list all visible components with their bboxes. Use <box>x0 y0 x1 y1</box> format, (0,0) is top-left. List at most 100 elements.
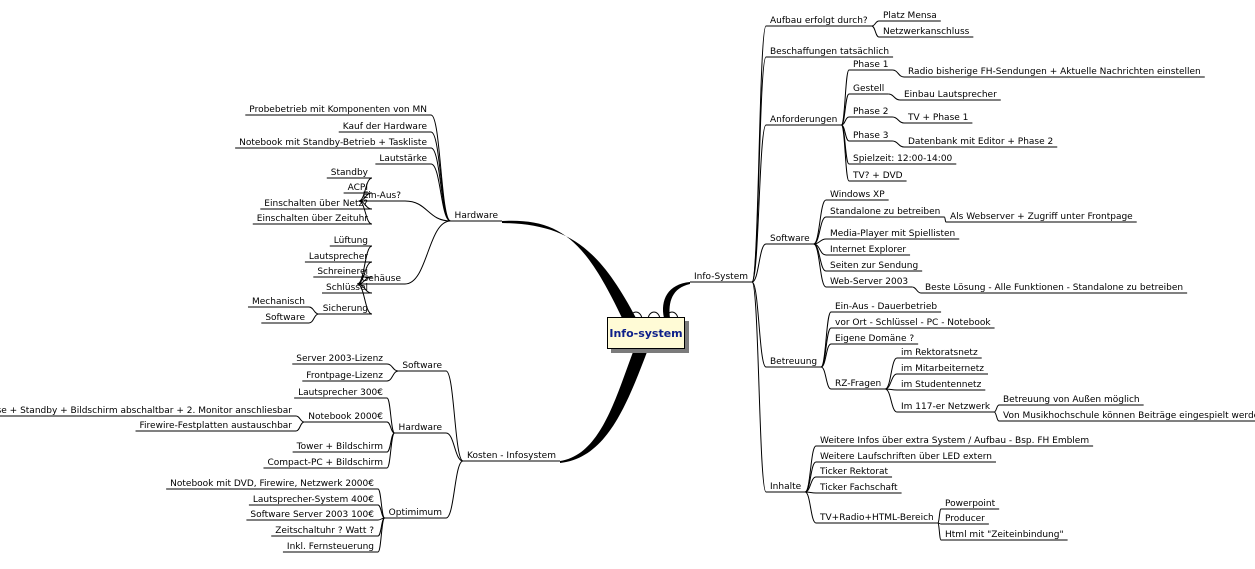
node-phase1[interactable]: Phase 1 <box>853 60 888 70</box>
node-betreuung[interactable]: Betreuung <box>770 357 817 367</box>
tv-dvd-link <box>840 124 850 182</box>
vor-ort-link <box>820 327 832 368</box>
node-ein-aus[interactable]: Ein-Aus? <box>363 191 401 201</box>
html-zeiteinbindung-link <box>937 522 942 541</box>
node-datenbank[interactable]: Datenbank mit Editor + Phase 2 <box>908 137 1053 147</box>
gestell-link <box>840 93 850 126</box>
node-radio[interactable]: Radio bisherige FH-Sendungen + Aktuelle … <box>908 67 1201 77</box>
node-notebook-dvd[interactable]: Notebook mit DVD, Firewire, Netzwerk 200… <box>170 479 374 489</box>
node-windows-xp[interactable]: Windows XP <box>830 190 885 200</box>
node-platz-mensa[interactable]: Platz Mensa <box>883 11 937 21</box>
node-laufschriften[interactable]: Weitere Laufschriften über LED extern <box>820 452 992 462</box>
center-arc-1 <box>629 311 643 319</box>
central-node[interactable]: Info-system <box>607 317 689 353</box>
node-hardware-kosten[interactable]: Hardware <box>399 423 443 433</box>
node-ein-aus-dauer[interactable]: Ein-Aus - Dauerbetrieb <box>835 302 937 312</box>
node-betreuung-aussen[interactable]: Betreuung von Außen möglich <box>1003 395 1140 405</box>
node-ticker-rektorat[interactable]: Ticker Rektorat <box>819 467 889 477</box>
node-fernsteuerung[interactable]: Inkl. Fernsteuerung <box>287 542 374 552</box>
node-gestell[interactable]: Gestell <box>853 84 884 94</box>
node-weitere-infos[interactable]: Weitere Infos über extra System / Aufbau… <box>820 436 1089 446</box>
node-117-netzwerk[interactable]: Im 117-er Netzwerk <box>901 402 991 412</box>
node-info-system[interactable]: Info-System <box>694 272 748 282</box>
node-phase2[interactable]: Phase 2 <box>853 107 888 117</box>
node-notebook-standby[interactable]: Notebook mit Standby-Betrieb + Taskliste <box>239 138 427 148</box>
windows-xp-link <box>813 199 827 245</box>
node-leise-standby[interactable]: Leise + Standby + Bildschirm abschaltbar… <box>0 406 292 416</box>
musikhochschule-link <box>993 411 1000 422</box>
node-studentennetz[interactable]: im Studentennetz <box>901 380 982 390</box>
anforderungen-link <box>751 124 767 283</box>
firewire-festplatten-link <box>295 421 305 432</box>
node-sicherung[interactable]: Sicherung <box>323 304 368 314</box>
node-internet-explorer[interactable]: Internet Explorer <box>830 245 906 255</box>
node-tv-radio-html[interactable]: TV+Radio+HTML-Bereich <box>819 513 934 523</box>
node-lautsprecher-300[interactable]: Lautsprecher 300€ <box>298 388 383 398</box>
node-rektoratsnetz[interactable]: im Rektoratsnetz <box>901 348 978 358</box>
node-web-server-2003[interactable]: Web-Server 2003 <box>830 277 908 287</box>
node-einbau[interactable]: Einbau Lautsprecher <box>904 90 997 100</box>
node-html-zeiteinbindung[interactable]: Html mit "Zeiteinbindung" <box>945 530 1064 540</box>
node-producer[interactable]: Producer <box>945 514 985 524</box>
node-rz-fragen[interactable]: RZ-Fragen <box>835 379 881 389</box>
node-standby[interactable]: Standby <box>331 168 369 178</box>
node-software-kosten[interactable]: Software <box>402 361 442 371</box>
node-vor-ort[interactable]: vor Ort - Schlüssel - PC - Notebook <box>835 318 991 328</box>
node-ticker-fachschaft[interactable]: Ticker Fachschaft <box>819 483 898 493</box>
beste-loesung-link <box>912 286 922 294</box>
node-gehaeuse[interactable]: Gehäuse <box>361 274 401 284</box>
node-lautsprecher-system[interactable]: Lautsprecher-System 400€ <box>253 495 374 505</box>
node-server-lizenz[interactable]: Server 2003-Lizenz <box>296 354 383 364</box>
node-lueftung[interactable]: Lüftung <box>334 236 368 246</box>
hardware-kosten-link <box>445 432 464 462</box>
node-notebook-2000[interactable]: Notebook 2000€ <box>308 412 383 422</box>
optimimum-link <box>445 460 464 519</box>
node-tower[interactable]: Tower + Bildschirm <box>296 442 383 452</box>
117-netzwerk-link <box>884 388 898 413</box>
node-software-sich[interactable]: Software <box>265 313 305 323</box>
node-beste-loesung[interactable]: Beste Lösung - Alle Funktionen - Standal… <box>925 283 1183 293</box>
node-optimimum[interactable]: Optimimum <box>389 508 442 518</box>
node-mitarbeiternetz[interactable]: im Mitarbeiternetz <box>901 364 984 374</box>
node-zeitschaltuhr[interactable]: Zeitschaltuhr ? Watt ? <box>275 526 374 536</box>
node-software-server[interactable]: Software Server 2003 100€ <box>250 510 374 520</box>
notebook-standby-link <box>430 147 452 222</box>
trunk-hardware <box>502 220 636 318</box>
node-lautsprecher[interactable]: Lautsprecher <box>309 252 368 262</box>
node-lautstaerke[interactable]: Lautstärke <box>379 154 427 164</box>
node-powerpoint[interactable]: Powerpoint <box>945 499 996 509</box>
node-probebetrieb[interactable]: Probebetrieb mit Komponenten von MN <box>249 105 427 115</box>
node-anforderungen[interactable]: Anforderungen <box>770 115 837 125</box>
node-phase3[interactable]: Phase 3 <box>853 131 888 141</box>
node-standalone[interactable]: Standalone zu betreiben <box>830 207 940 217</box>
node-inhalte[interactable]: Inhalte <box>770 482 802 492</box>
node-webserver-frontpage[interactable]: Als Webserver + Zugriff unter Frontpage <box>950 212 1133 222</box>
node-mechanisch[interactable]: Mechanisch <box>252 297 305 307</box>
node-media-player[interactable]: Media-Player mit Spiellisten <box>830 229 955 239</box>
node-netzwerkanschluss[interactable]: Netzwerkanschluss <box>883 27 970 37</box>
node-tv-dvd[interactable]: TV? + DVD <box>852 171 903 181</box>
node-spielzeit[interactable]: Spielzeit: 12:00-14:00 <box>853 154 953 164</box>
node-seiten[interactable]: Seiten zur Sendung <box>830 261 918 271</box>
node-tv-phase1[interactable]: TV + Phase 1 <box>907 113 968 123</box>
node-compact-pc[interactable]: Compact-PC + Bildschirm <box>267 458 383 468</box>
node-hardware[interactable]: Hardware <box>455 211 499 221</box>
node-einschalten-zeituhr[interactable]: Einschalten über Zeituhr <box>257 214 369 224</box>
node-kauf[interactable]: Kauf der Hardware <box>343 122 428 132</box>
node-schreinerei[interactable]: Schreinerei <box>317 267 368 277</box>
node-einschalten-netz[interactable]: Einschalten über Netz? <box>264 199 368 209</box>
node-acpi[interactable]: ACPI <box>348 183 368 193</box>
node-kosten[interactable]: Kosten - Infosystem <box>467 451 556 461</box>
node-musikhochschule[interactable]: Von Musikhochschule können Beiträge eing… <box>1003 411 1255 421</box>
node-frontpage-lizenz[interactable]: Frontpage-Lizenz <box>306 371 383 381</box>
node-domaene[interactable]: Eigene Domäne ? <box>835 334 914 344</box>
node-schluessel[interactable]: Schlüssel <box>326 283 368 293</box>
node-software-info[interactable]: Software <box>770 234 810 244</box>
node-beschaffungen[interactable]: Beschaffungen tatsächlich <box>770 47 889 57</box>
node-aufbau[interactable]: Aufbau erfolgt durch? <box>770 16 868 26</box>
trunk-kosten <box>560 352 647 463</box>
node-firewire-festplatten[interactable]: Firewire-Festplatten austauschbar <box>140 421 293 431</box>
platz-mensa-link <box>871 20 880 27</box>
center-arc-3 <box>665 311 679 319</box>
